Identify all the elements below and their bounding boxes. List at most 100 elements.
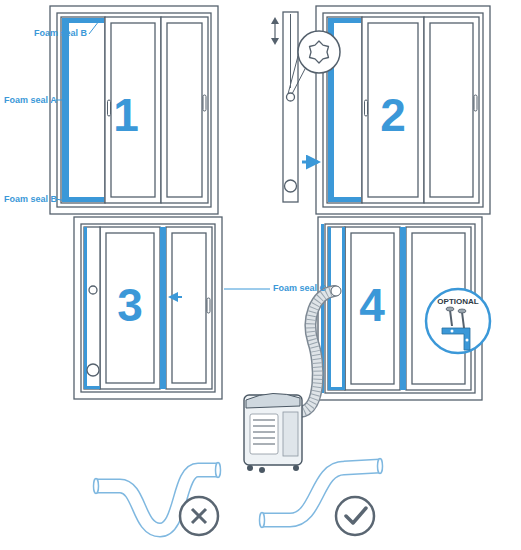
foam-seal	[328, 18, 361, 23]
callout-circle	[426, 289, 490, 353]
part-label: Foam seal B	[34, 29, 87, 38]
window-kit-panel	[87, 364, 99, 376]
slide-arrow	[302, 161, 318, 164]
leader-line	[56, 199, 66, 201]
window-frame	[111, 23, 155, 197]
wrong-hose-routing	[216, 463, 221, 478]
window-kit-panel	[328, 227, 331, 390]
step-number: 1	[113, 92, 139, 138]
leader-line	[170, 296, 182, 298]
screw-symbol	[458, 309, 466, 313]
window-kit-panel	[328, 227, 345, 390]
part-label: Foam seal A	[4, 96, 57, 105]
wrong-hose-routing	[192, 509, 206, 523]
foam-seal	[321, 224, 406, 393]
window-frame	[172, 233, 206, 383]
exhaust-hose	[300, 291, 334, 412]
window-kit-panel	[84, 227, 87, 389]
magnifier-detail	[288, 56, 298, 94]
window-step: 2	[316, 6, 490, 214]
window-frame	[81, 224, 215, 392]
window-kit-panel	[285, 180, 297, 192]
leader-line	[224, 289, 270, 290]
foam-seal	[160, 227, 166, 389]
window-frame	[100, 227, 160, 389]
window-frame	[207, 298, 210, 313]
correct-hose-routing	[260, 513, 265, 528]
window-kit-panel	[287, 93, 295, 101]
window-step: 3	[74, 217, 222, 399]
wrong-hose-routing	[94, 463, 221, 536]
step-number: 3	[117, 282, 143, 328]
correct-hose-routing	[346, 508, 366, 523]
window-frame	[74, 217, 222, 399]
window-frame	[316, 6, 490, 214]
wrong-hose-routing	[192, 509, 206, 523]
correct-hose-routing	[378, 459, 383, 474]
window-frame	[61, 17, 105, 203]
window-frame	[362, 17, 424, 203]
window-frame	[203, 95, 206, 111]
exhaust-hose	[300, 291, 334, 412]
window-kit-panel	[342, 227, 345, 390]
window-kit-panel	[89, 286, 97, 294]
magnifier-detail	[288, 31, 340, 94]
window-frame	[345, 227, 400, 390]
portable-air-conditioner	[250, 414, 278, 454]
exhaust-hose	[331, 286, 341, 296]
portable-air-conditioner	[253, 444, 275, 445]
foam-seal	[62, 18, 104, 202]
step-number: 4	[359, 282, 385, 328]
optional-callout: OPTIONAL	[424, 287, 492, 355]
portable-air-conditioner	[283, 412, 298, 456]
mounting-bracket	[442, 328, 470, 350]
window-frame	[166, 227, 212, 389]
window-frame	[167, 23, 202, 197]
wrong-hose-routing	[180, 497, 218, 535]
window-frame	[368, 23, 418, 197]
leader-line	[89, 21, 99, 34]
screw-symbol	[446, 307, 454, 311]
window-frame	[365, 100, 368, 116]
window-kit-panel	[283, 12, 298, 202]
mounting-bracket	[466, 339, 469, 342]
slide-arrow	[271, 38, 279, 45]
portable-air-conditioner	[247, 465, 253, 471]
portable-air-conditioner	[253, 432, 275, 433]
magnifier-detail	[310, 41, 329, 63]
window-frame	[108, 100, 111, 116]
window-frame	[57, 13, 211, 207]
window-kit-panel	[283, 12, 298, 202]
portable-air-conditioner	[293, 465, 299, 471]
window-frame	[316, 6, 490, 214]
window-kit-panel	[84, 386, 100, 389]
foam-seal	[328, 197, 361, 202]
portable-air-conditioner	[253, 438, 275, 439]
portable-air-conditioner	[244, 393, 302, 473]
callout-text: OPTIONAL	[437, 298, 478, 306]
screw-symbol	[446, 307, 466, 328]
window-frame	[430, 23, 473, 197]
window-frame	[323, 13, 483, 207]
window-kit-panel	[84, 227, 100, 389]
screw-symbol	[450, 310, 452, 326]
foam-seal	[62, 197, 104, 202]
window-kit-panel	[84, 227, 100, 389]
window-kit-panel	[328, 227, 345, 390]
window-frame	[74, 217, 222, 399]
step-number: 2	[380, 92, 406, 138]
portable-air-conditioner	[246, 393, 300, 408]
exhaust-hose	[300, 286, 341, 412]
correct-hose-routing	[260, 459, 383, 536]
part-label: Foam seal C	[273, 284, 326, 293]
window-frame	[474, 95, 477, 111]
slide-arrow	[271, 17, 279, 24]
portable-air-conditioner	[259, 467, 265, 473]
window-frame	[424, 17, 479, 203]
portable-air-conditioner	[253, 426, 275, 427]
foam-seal	[160, 227, 166, 389]
